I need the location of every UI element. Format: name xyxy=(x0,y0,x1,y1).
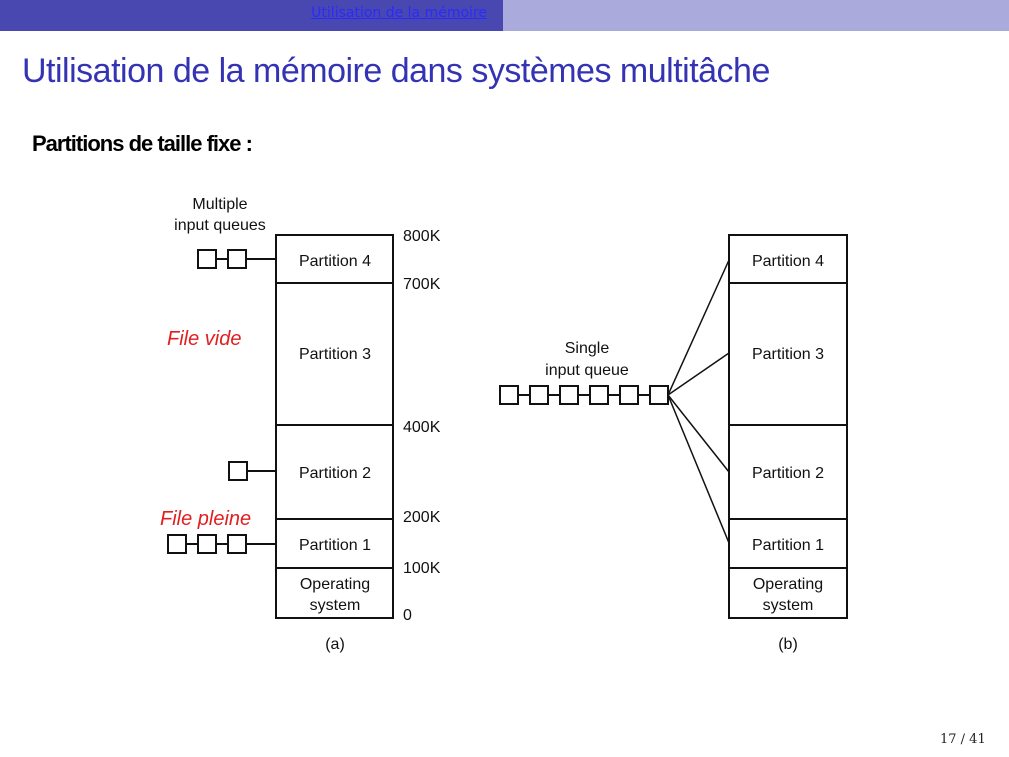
partition-4-a: Partition 4 xyxy=(299,253,371,270)
address-700k: 700K xyxy=(403,276,441,293)
address-100k: 100K xyxy=(403,560,441,577)
queue-partition-4 xyxy=(197,249,276,269)
os-b-line2: system xyxy=(763,597,814,614)
partition-4-b: Partition 4 xyxy=(752,253,824,270)
partition-3-b: Partition 3 xyxy=(752,346,824,363)
single-queue-line1: Single xyxy=(565,340,610,357)
caption-a: (a) xyxy=(325,636,345,653)
slide-subtitle: Partitions de taille fixe : xyxy=(32,131,253,156)
memory-b xyxy=(728,234,848,619)
page-number: 17 / 41 xyxy=(940,732,986,747)
queue-partition-2 xyxy=(228,461,276,481)
partition-3-a: Partition 3 xyxy=(299,346,371,363)
slide-title: Utilisation de la mémoire dans systèmes … xyxy=(22,52,770,90)
empty-queue-annotation: File vide xyxy=(167,328,241,350)
full-queue-annotation: File pleine xyxy=(160,508,251,530)
partition-2-a: Partition 2 xyxy=(299,465,371,482)
partition-2-b: Partition 2 xyxy=(752,465,824,482)
partition-1-b: Partition 1 xyxy=(752,537,824,554)
address-400k: 400K xyxy=(403,419,441,436)
address-200k: 200K xyxy=(403,509,441,526)
memory-a xyxy=(275,234,394,619)
caption-b: (b) xyxy=(778,636,798,653)
os-a-line2: system xyxy=(310,597,361,614)
section-link[interactable]: Utilisation de la mémoire xyxy=(311,5,487,21)
partition-1-a: Partition 1 xyxy=(299,537,371,554)
header-bar-right xyxy=(503,0,1009,31)
queue-partition-1 xyxy=(167,534,276,554)
multiple-queues-line1: Multiple xyxy=(192,196,247,213)
single-queue-line2: input queue xyxy=(545,362,629,379)
address-0: 0 xyxy=(403,607,412,624)
os-b-line1: Operating xyxy=(753,576,823,593)
single-queue xyxy=(499,259,730,544)
address-800k: 800K xyxy=(403,228,441,245)
header-bar-left: Utilisation de la mémoire xyxy=(0,0,503,31)
multiple-queues-line2: input queues xyxy=(174,217,266,234)
os-a-line1: Operating xyxy=(300,576,370,593)
